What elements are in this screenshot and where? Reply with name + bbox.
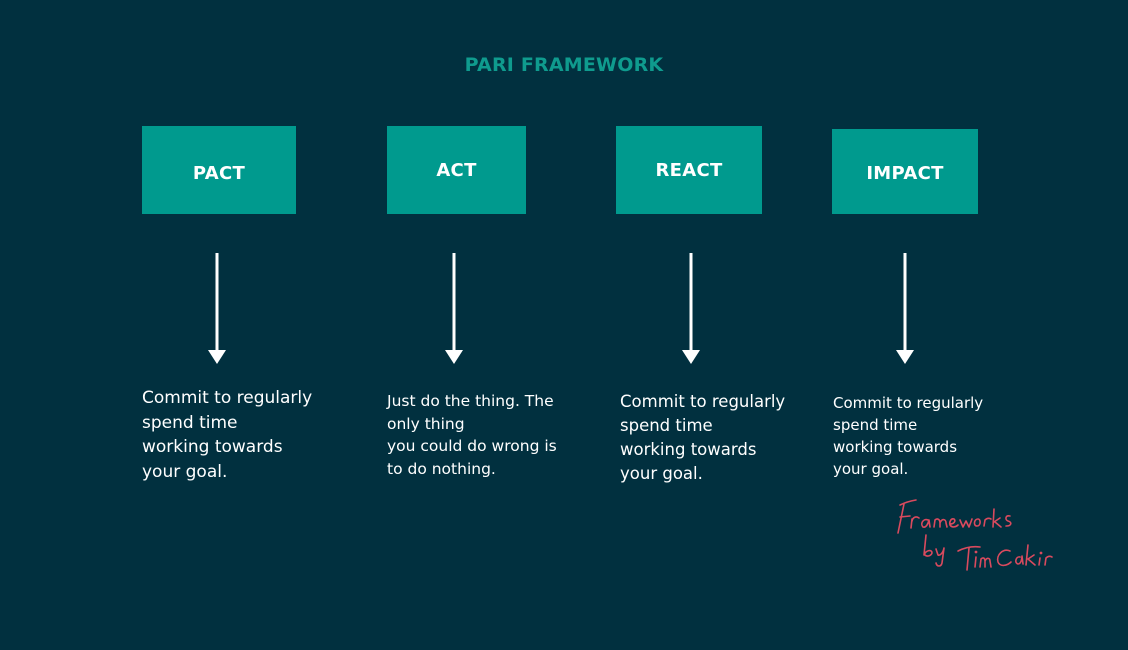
step-description-pact: Commit to regularly spend time working t… [142,386,312,484]
description-line: working towards [142,437,283,457]
description-line: your goal. [833,460,909,478]
step-label: IMPACT [866,162,944,184]
step-box-impact: IMPACT [832,129,978,214]
step-description-react: Commit to regularly spend time working t… [620,390,785,486]
diagram-title: PARI FRAMEWORK [464,54,664,76]
description-line: to do nothing. [387,460,496,479]
description-line: spend time [142,412,238,433]
description-line: working towards [833,438,958,456]
description-line: Just do the thing. The [387,392,554,410]
description-line: your goal. [620,464,703,483]
description-line: working towards [620,440,757,459]
description-line: your goal. [142,461,228,482]
step-label: PACT [192,162,246,184]
step-label: REACT [655,159,723,181]
step-description-act: Just do the thing. The only thing you co… [387,390,557,481]
description-line: Commit to regularly [142,388,313,408]
step-box-react: REACT [616,126,762,214]
step-box-act: ACT [387,126,526,214]
step-description-impact: Commit to regularly spend time working t… [833,392,983,480]
description-line: you could do wrong is [387,437,557,456]
step-box-pact: PACT [142,126,296,214]
description-line: only thing [387,414,465,433]
description-line: spend time [833,416,918,434]
description-line: spend time [620,416,713,435]
handwritten-signature [897,499,1053,571]
down-arrow-icon [896,253,914,364]
down-arrow-icon [208,253,226,364]
description-line: Commit to regularly [620,392,786,411]
step-label: ACT [436,159,477,181]
description-line: Commit to regularly [833,394,984,412]
down-arrow-icon [445,253,463,364]
down-arrow-icon [682,253,700,364]
